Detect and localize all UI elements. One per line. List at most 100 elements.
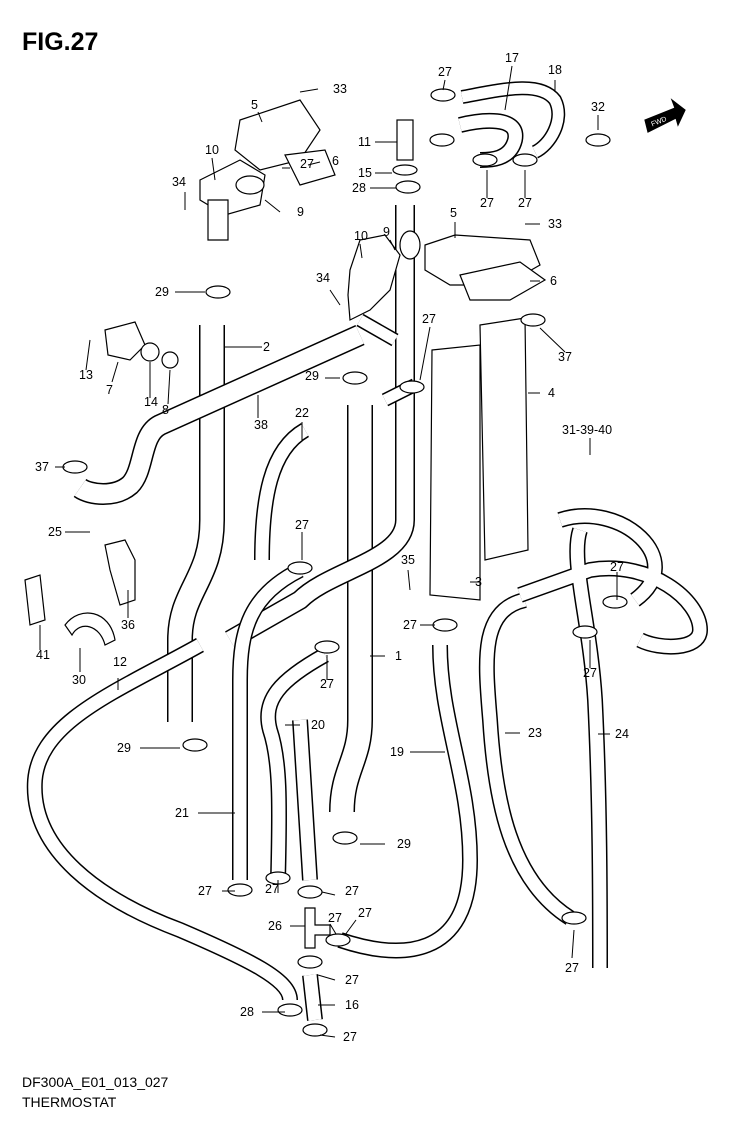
leader-line (257, 111, 263, 123)
callout-25: 25 (48, 525, 62, 539)
hose-clamp (297, 955, 323, 969)
pipe-left (207, 199, 229, 241)
hose-clamp (430, 88, 456, 102)
callout-9: 9 (297, 205, 304, 219)
leader-line (419, 326, 431, 381)
leader-line (299, 88, 319, 93)
callout-2: 2 (263, 340, 270, 354)
leader-line (264, 199, 281, 213)
bracket-36 (104, 539, 136, 606)
clamps (62, 88, 628, 1037)
cover-plate (429, 344, 481, 601)
hose-23 (478, 592, 575, 925)
gasket-left (284, 149, 336, 186)
leader-line (319, 1034, 336, 1038)
hose-clamp (62, 460, 88, 474)
callout-19: 19 (390, 745, 404, 759)
hose-clamp (342, 371, 368, 385)
callout-26: 26 (268, 919, 282, 933)
callout-27: 27 (583, 666, 597, 680)
callout-27: 27 (438, 65, 452, 79)
hose-clamp (572, 625, 598, 639)
hose-20 (260, 648, 329, 881)
leader-line (307, 161, 321, 166)
callout-14: 14 (144, 395, 158, 409)
callout-41: 41 (36, 648, 50, 662)
washer-15 (392, 164, 418, 176)
leader-line (571, 929, 575, 959)
leader-line (389, 239, 396, 251)
hose-19 (337, 644, 478, 959)
parts: FWD (24, 98, 686, 949)
callout-35: 35 (401, 553, 415, 567)
fwd-arrow-icon (644, 98, 686, 133)
callout-29: 29 (155, 285, 169, 299)
pipe-11 (396, 119, 414, 161)
callout-27: 27 (198, 884, 212, 898)
hose-12 (26, 638, 298, 1002)
leader-line (211, 157, 216, 181)
hose-clamp (182, 738, 208, 752)
hose-clamp (325, 933, 351, 947)
callout-3: 3 (475, 575, 482, 589)
callout-29: 29 (305, 369, 319, 383)
callout-18: 18 (548, 63, 562, 77)
hose-16 (302, 974, 323, 1021)
hoses (26, 81, 708, 1021)
callout-32: 32 (591, 100, 605, 114)
callout-27: 27 (328, 911, 342, 925)
callout-38: 38 (254, 418, 268, 432)
callout-12: 12 (113, 655, 127, 669)
hose-9 (225, 205, 415, 649)
callout-10: 10 (205, 143, 219, 157)
hose-clamp (277, 1003, 303, 1017)
leader-line (504, 65, 513, 111)
callout-7: 7 (106, 383, 113, 397)
hose-24 (517, 508, 708, 969)
hose-1 (329, 405, 373, 813)
leader-line (359, 243, 363, 259)
clamp-30 (64, 612, 116, 646)
o-ring (140, 342, 160, 362)
hose-clamp (561, 911, 587, 925)
hose-2 (167, 325, 225, 722)
callout-37: 37 (558, 350, 572, 364)
callout-27: 27 (295, 518, 309, 532)
bracket-41 (24, 574, 46, 626)
leader-line (111, 361, 119, 383)
callout-27: 27 (518, 196, 532, 210)
callout-27: 27 (320, 677, 334, 691)
callout-27: 27 (565, 961, 579, 975)
callout-31-39-40: 31-39-40 (562, 423, 612, 437)
callout-5: 5 (251, 98, 258, 112)
callout-27: 27 (480, 196, 494, 210)
hose-22 (254, 423, 310, 561)
thermostat-left (235, 175, 265, 195)
leader-line (329, 923, 337, 935)
callout-20: 20 (311, 718, 325, 732)
callout-27: 27 (345, 973, 359, 987)
leader-line (329, 289, 341, 306)
diagram-code: DF300A_E01_013_027 (22, 1074, 169, 1090)
diagram-name: THERMOSTAT (22, 1094, 117, 1110)
callout-16: 16 (345, 998, 359, 1012)
hose-29-pipe (356, 313, 399, 347)
gasket-plate (479, 317, 529, 561)
callout-34: 34 (316, 271, 330, 285)
callout-27: 27 (300, 157, 314, 171)
callout-11: 11 (358, 135, 371, 149)
callout-27: 27 (343, 1030, 357, 1044)
leader-line (344, 919, 357, 936)
callout-13: 13 (79, 368, 93, 382)
hose-clamp (520, 313, 546, 327)
hose-clamp (395, 180, 421, 194)
thermostat-right (399, 230, 421, 260)
hose-clamp (205, 285, 231, 299)
hose-21 (232, 562, 304, 880)
hose-18 (460, 81, 566, 159)
callout-33: 33 (548, 217, 562, 231)
callout-27: 27 (403, 618, 417, 632)
gasket-right (459, 261, 547, 301)
hose-clamp (429, 133, 455, 147)
